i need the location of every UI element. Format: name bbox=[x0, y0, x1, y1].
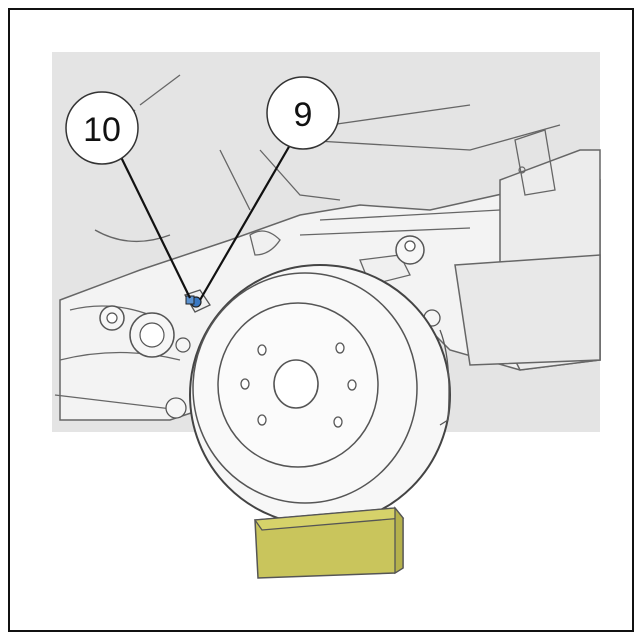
leader-line-9 bbox=[199, 144, 291, 301]
leader-line-10 bbox=[119, 154, 191, 299]
callout-9: 9 bbox=[266, 76, 340, 150]
callout-10: 10 bbox=[65, 91, 139, 165]
callout-9-label: 9 bbox=[294, 96, 313, 134]
callout-10-label: 10 bbox=[83, 111, 121, 149]
brake-drum-icon bbox=[189, 264, 451, 526]
support-block-icon bbox=[253, 506, 405, 579]
